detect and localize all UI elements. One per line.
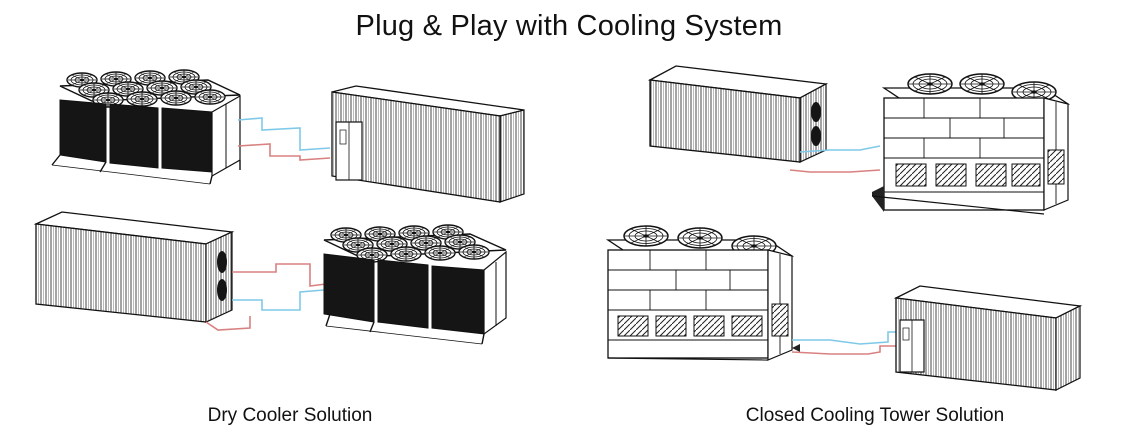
shipping-container xyxy=(647,65,829,163)
pipe-return xyxy=(205,263,327,331)
pipe-supply xyxy=(232,289,325,311)
closed-cooling-tower xyxy=(605,225,800,361)
pipe-return xyxy=(791,345,900,355)
pipe-return xyxy=(789,169,881,173)
diagram-title: Plug & Play with Cooling System xyxy=(355,10,783,42)
shipping-container xyxy=(893,285,1083,391)
dry-cooler-unit xyxy=(323,224,507,345)
shipping-container xyxy=(331,85,525,203)
pipe-supply xyxy=(799,145,881,153)
pipe-supply xyxy=(237,117,331,151)
dry-cooler-unit xyxy=(51,69,241,185)
shipping-container xyxy=(33,211,235,323)
pipe-supply xyxy=(792,331,900,345)
caption-dry-cooler: Dry Cooler Solution xyxy=(207,405,373,426)
caption-cooling-tower: Closed Cooling Tower Solution xyxy=(745,405,1005,426)
pipe-return xyxy=(237,143,331,161)
closed-cooling-tower xyxy=(871,73,1071,215)
